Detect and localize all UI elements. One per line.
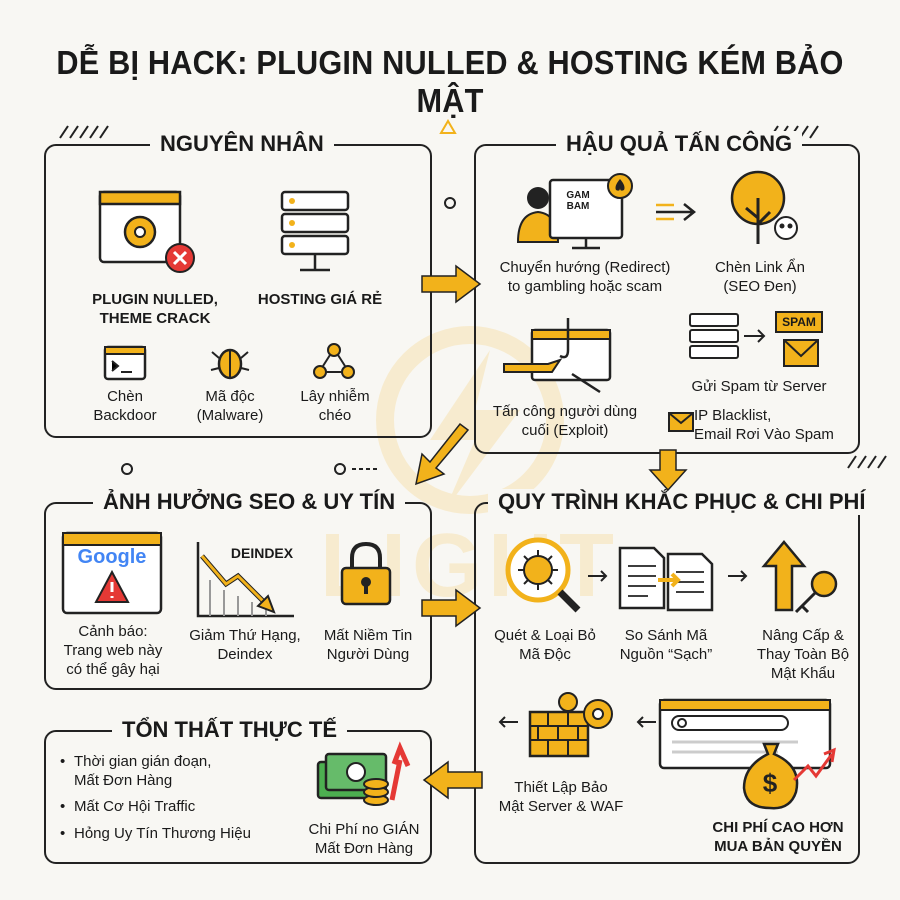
plugin-nulled-label: PLUGIN NULLED, THEME CRACK bbox=[92, 291, 218, 327]
exploit-label: Tấn công người dùng cuối (Exploit) bbox=[492, 403, 638, 439]
decor-circle-icon bbox=[444, 197, 456, 209]
trust-loss-label: Mất Niềm Tin Người Dùng bbox=[323, 627, 413, 663]
decor-hatch-icon bbox=[59, 125, 109, 139]
step-arrow-icon bbox=[588, 570, 608, 582]
speed-arrow-icon bbox=[656, 203, 697, 221]
seo-title: ẢNH HƯỞNG SEO & UY TÍN bbox=[93, 489, 406, 515]
phishing-hook-icon bbox=[503, 318, 612, 394]
mail-icon bbox=[668, 412, 694, 432]
cost-label: CHI PHÍ CAO HƠN MUA BẢN QUYỀN bbox=[712, 819, 844, 855]
blacklist-label: IP Blacklist, Email Rơi Vào Spam bbox=[694, 407, 834, 443]
deindex-label: DEINDEX bbox=[230, 545, 294, 561]
browser-search-icon bbox=[658, 698, 832, 770]
virus-magnifier-icon bbox=[505, 537, 581, 613]
scan-label: Quét & Loại Bỏ Mã Độc bbox=[494, 627, 596, 663]
gambling-screen-icon bbox=[516, 173, 633, 250]
upgrade-label: Nâng Cấp & Thay Toàn Bộ Mật Khẩu bbox=[756, 627, 850, 682]
hidden-links-label: Chèn Link Ẩn (SEO Đen) bbox=[714, 259, 806, 295]
cross-infection-label: Lây nhiễm chéo bbox=[300, 388, 370, 424]
hosting-label: HOSTING GIÁ RẺ bbox=[257, 291, 383, 308]
compare-label: So Sánh Mã Nguồn “Sạch” bbox=[619, 627, 713, 663]
flow-arrow-right-icon bbox=[421, 264, 482, 304]
step-arrow-icon bbox=[728, 570, 748, 582]
bug-icon bbox=[210, 348, 250, 380]
decor-dots-icon bbox=[121, 463, 380, 475]
loss-bullet: Hỏng Uy Tín Thương Hiệu bbox=[60, 824, 294, 843]
server-icon bbox=[280, 190, 350, 272]
causes-title: NGUYÊN NHÂN bbox=[150, 131, 334, 157]
decor-triangle-icon bbox=[439, 119, 457, 134]
redirect-label: Chuyển hướng (Redirect) to gambling hoặc… bbox=[499, 259, 671, 295]
firewall-gears-icon bbox=[528, 692, 613, 758]
flow-arrow-right-icon bbox=[421, 588, 482, 628]
svg-text:$: $ bbox=[763, 768, 778, 798]
tree-skull-icon bbox=[730, 170, 798, 244]
loss-bullet: Thời gian gián đoạn, Mất Đơn Hàng bbox=[60, 752, 274, 790]
backdoor-label: Chèn Backdoor bbox=[93, 388, 157, 424]
google-logo: Google bbox=[77, 546, 147, 568]
terminal-icon bbox=[103, 345, 147, 381]
decor-hatch-icon bbox=[847, 455, 887, 469]
plugin-icon bbox=[98, 190, 195, 273]
waf-label: Thiết Lập Bảo Mật Server & WAF bbox=[498, 779, 624, 815]
spam-label: Gửi Spam từ Server bbox=[691, 378, 827, 395]
flow-arrow-left-icon bbox=[422, 760, 483, 800]
loss-bullet: Mất Cơ Hội Traffic bbox=[60, 797, 274, 816]
browser-warning-icon bbox=[61, 531, 163, 615]
malware-label: Mã độc (Malware) bbox=[196, 388, 264, 424]
money-loss-label: Chi Phí no GIÁN Mất Đơn Hàng bbox=[308, 821, 420, 857]
money-bag-chart-icon: $ bbox=[742, 742, 836, 810]
flow-arrow-down-left-icon bbox=[415, 422, 470, 486]
money-stack-icon bbox=[316, 741, 411, 806]
spam-server-icon bbox=[689, 311, 823, 367]
flow-arrow-down-icon bbox=[648, 449, 688, 492]
rank-drop-label: Giảm Thứ Hạng, Deindex bbox=[189, 627, 301, 663]
consequences-title: HẬU QUẢ TẤN CÔNG bbox=[556, 131, 803, 157]
lock-icon bbox=[340, 541, 392, 606]
ranking-drop-icon bbox=[196, 542, 294, 618]
step-arrow-left-icon bbox=[636, 716, 656, 728]
warning-label: Cảnh báo: Trang web này có thể gây hại bbox=[63, 623, 163, 678]
gambling-screen-text: GAM BAM bbox=[566, 190, 590, 212]
fix-title: QUY TRÌNH KHẮC PHỤC & CHI PHÍ bbox=[488, 489, 876, 515]
step-arrow-left-icon bbox=[498, 716, 518, 728]
network-people-icon bbox=[313, 343, 355, 379]
spam-badge: SPAM bbox=[782, 315, 816, 329]
losses-title: TỔN THẤT THỰC TẾ bbox=[112, 717, 348, 743]
page-title: DỄ BỊ HACK: PLUGIN NULLED & HOSTING KÉM … bbox=[56, 44, 844, 119]
compare-files-icon bbox=[618, 546, 714, 612]
upgrade-key-icon bbox=[761, 540, 838, 614]
